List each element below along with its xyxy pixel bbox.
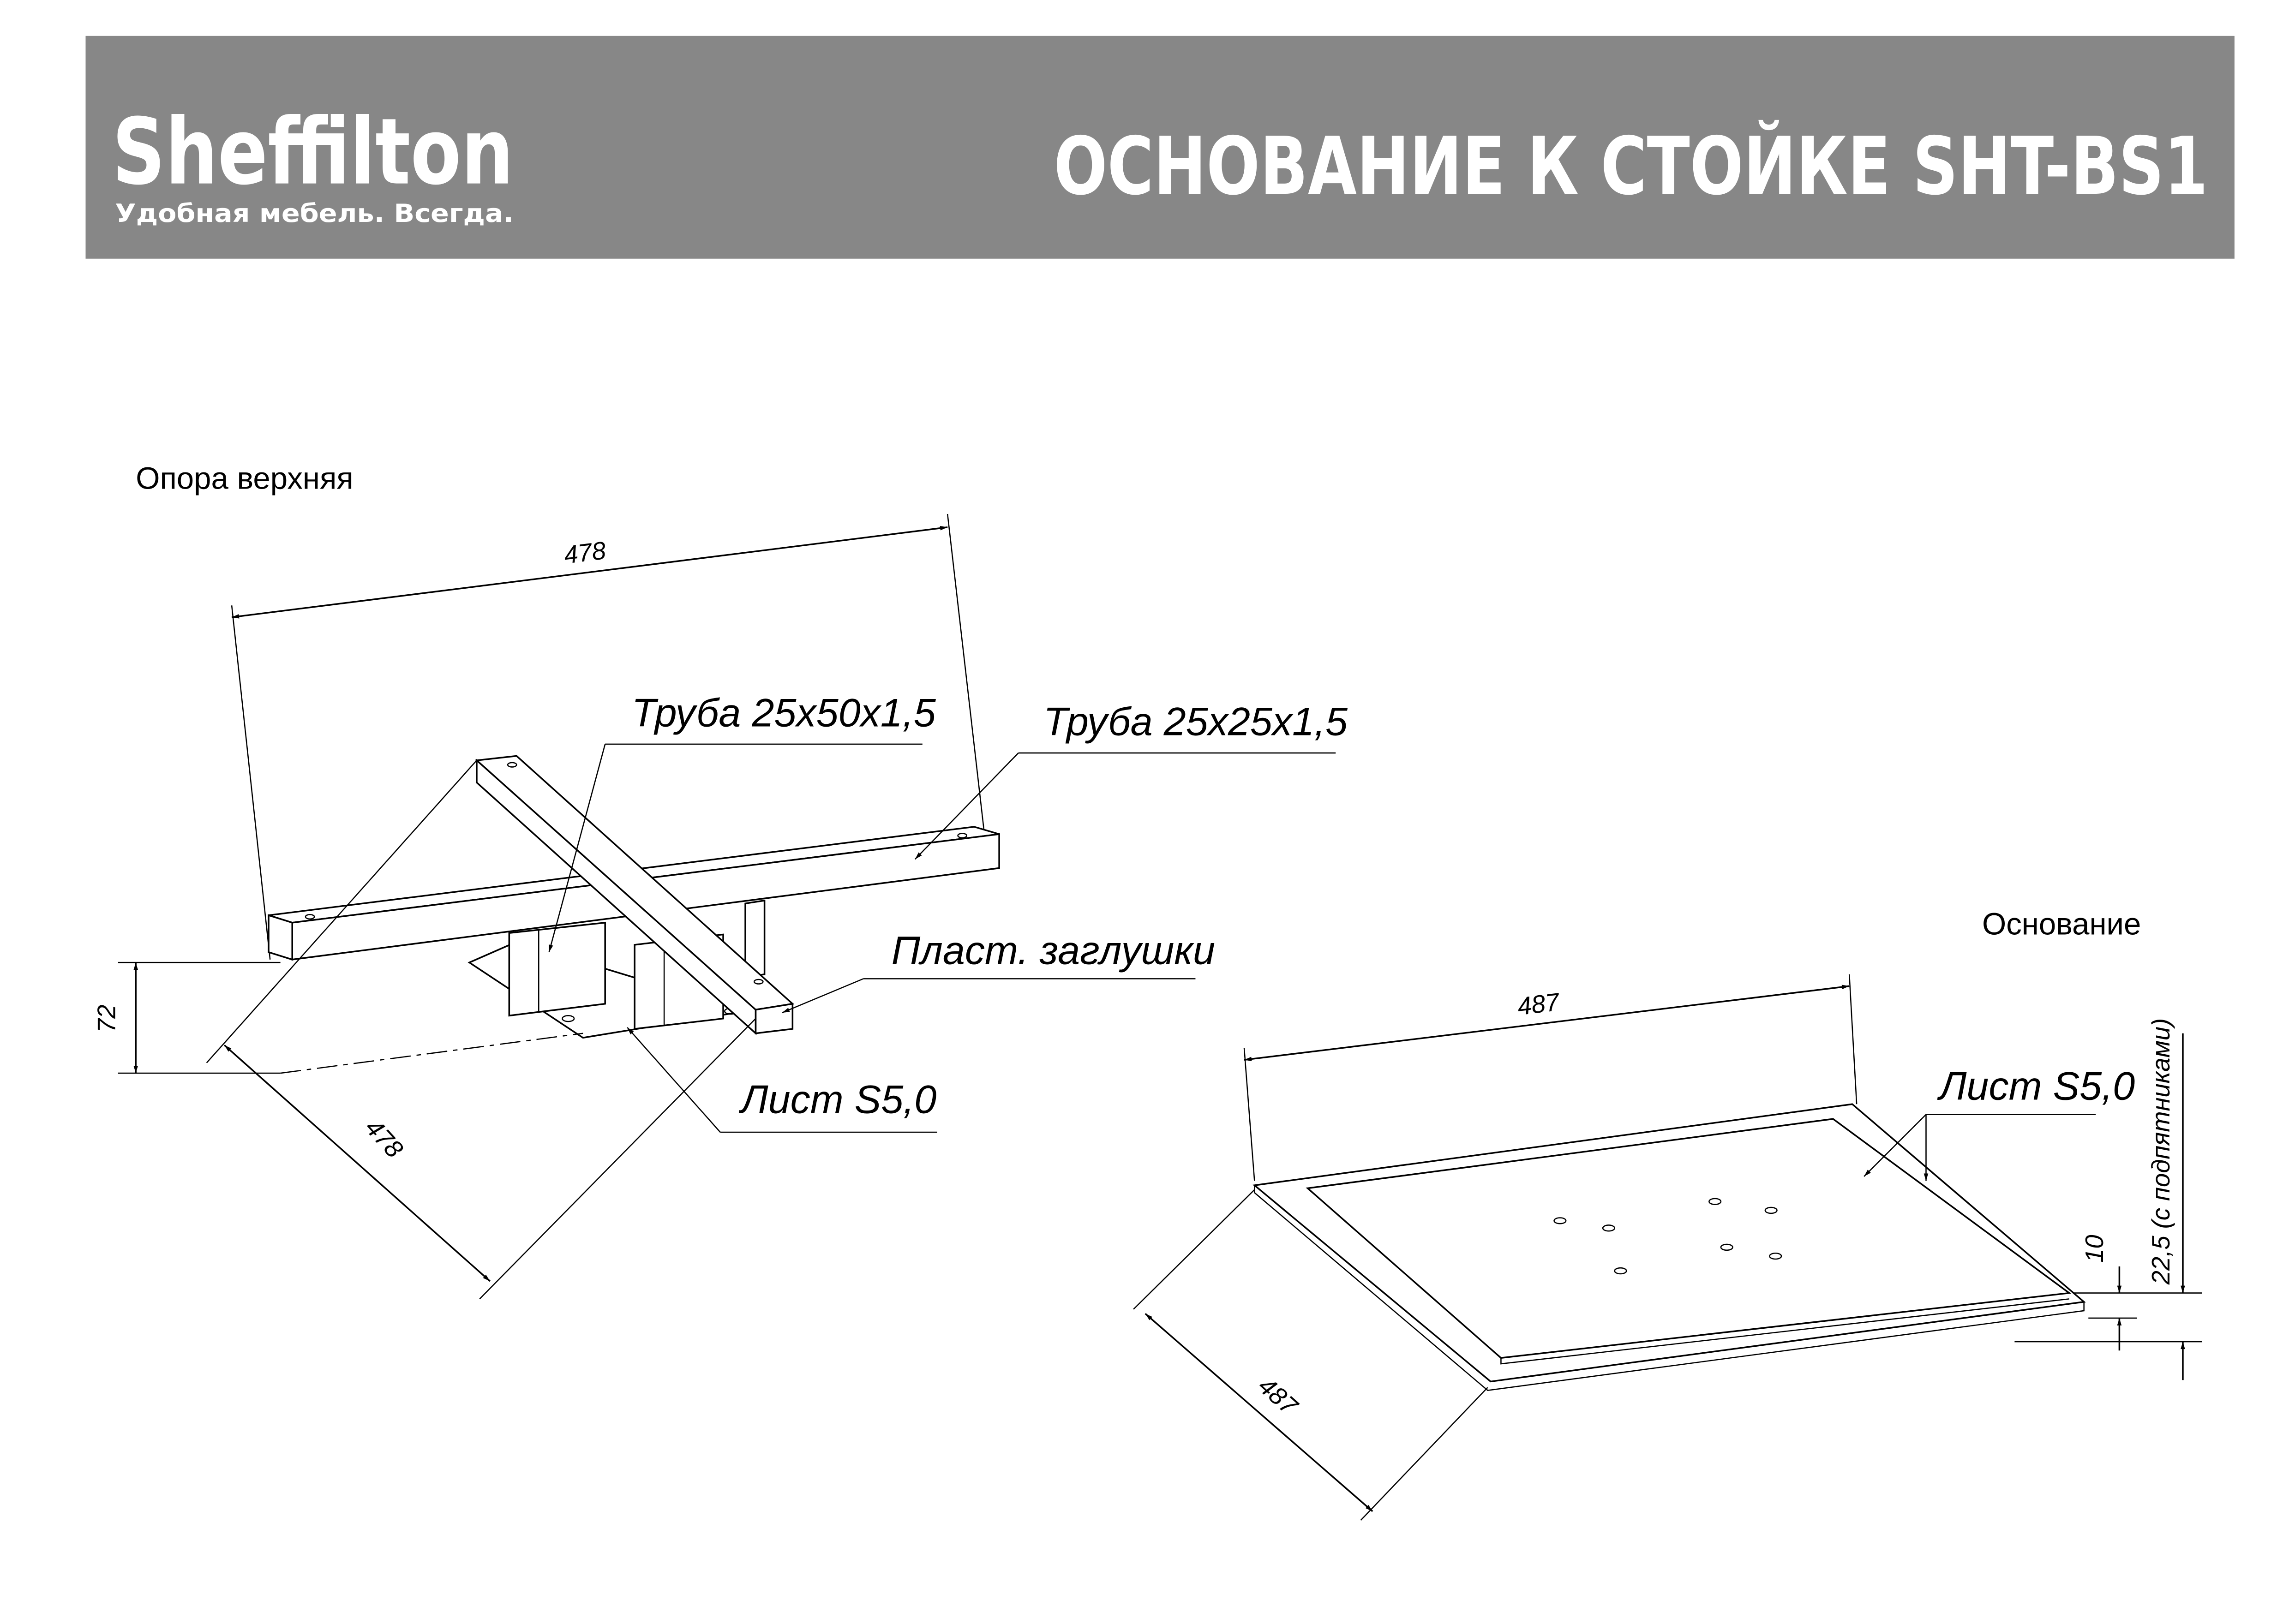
dim-depth-label: 478 xyxy=(360,1113,408,1163)
dimension-line-width xyxy=(231,526,948,619)
dim-width-label: 478 xyxy=(563,536,607,569)
base-view: Основание 487 487 Лист S5,0 xyxy=(1133,907,2202,1521)
dim-height-label: 72 xyxy=(92,1004,120,1032)
base-label: Основание xyxy=(1982,907,2141,941)
callout-tube-25x25: Труба 25x25x1,5 xyxy=(1043,700,1348,744)
mounting-holes xyxy=(1553,1198,1782,1275)
callout-plastic-caps: Пласт. заглушки xyxy=(892,928,1215,973)
base-top-sheet xyxy=(1306,1118,2072,1359)
brand-tagline: Удобная мебель. Всегда. xyxy=(115,199,513,228)
callout-tube-25x50: Труба 25x50x1,5 xyxy=(632,691,936,735)
base-dim-total-label: 22,5 (с подпятниками) xyxy=(2147,1018,2175,1285)
base-callout-sheet: Лист S5,0 xyxy=(1937,1064,2135,1109)
upper-support-label: Опора верхняя xyxy=(136,461,353,496)
callout-sheet: Лист S5,0 xyxy=(738,1077,936,1122)
header-banner: Sheffilton Удобная мебель. Всегда. ОСНОВ… xyxy=(85,36,2235,259)
upper-support-view: Опора верхняя 478 72 xyxy=(92,461,1348,1300)
brand-logo: Sheffilton xyxy=(112,99,514,205)
page-title: ОСНОВАНИЕ К СТОЙКЕ SHT-BS1 xyxy=(1054,119,2208,213)
base-dim-width-label: 487 xyxy=(1516,988,1562,1021)
base-dim-thickness-label: 10 xyxy=(2080,1235,2109,1262)
